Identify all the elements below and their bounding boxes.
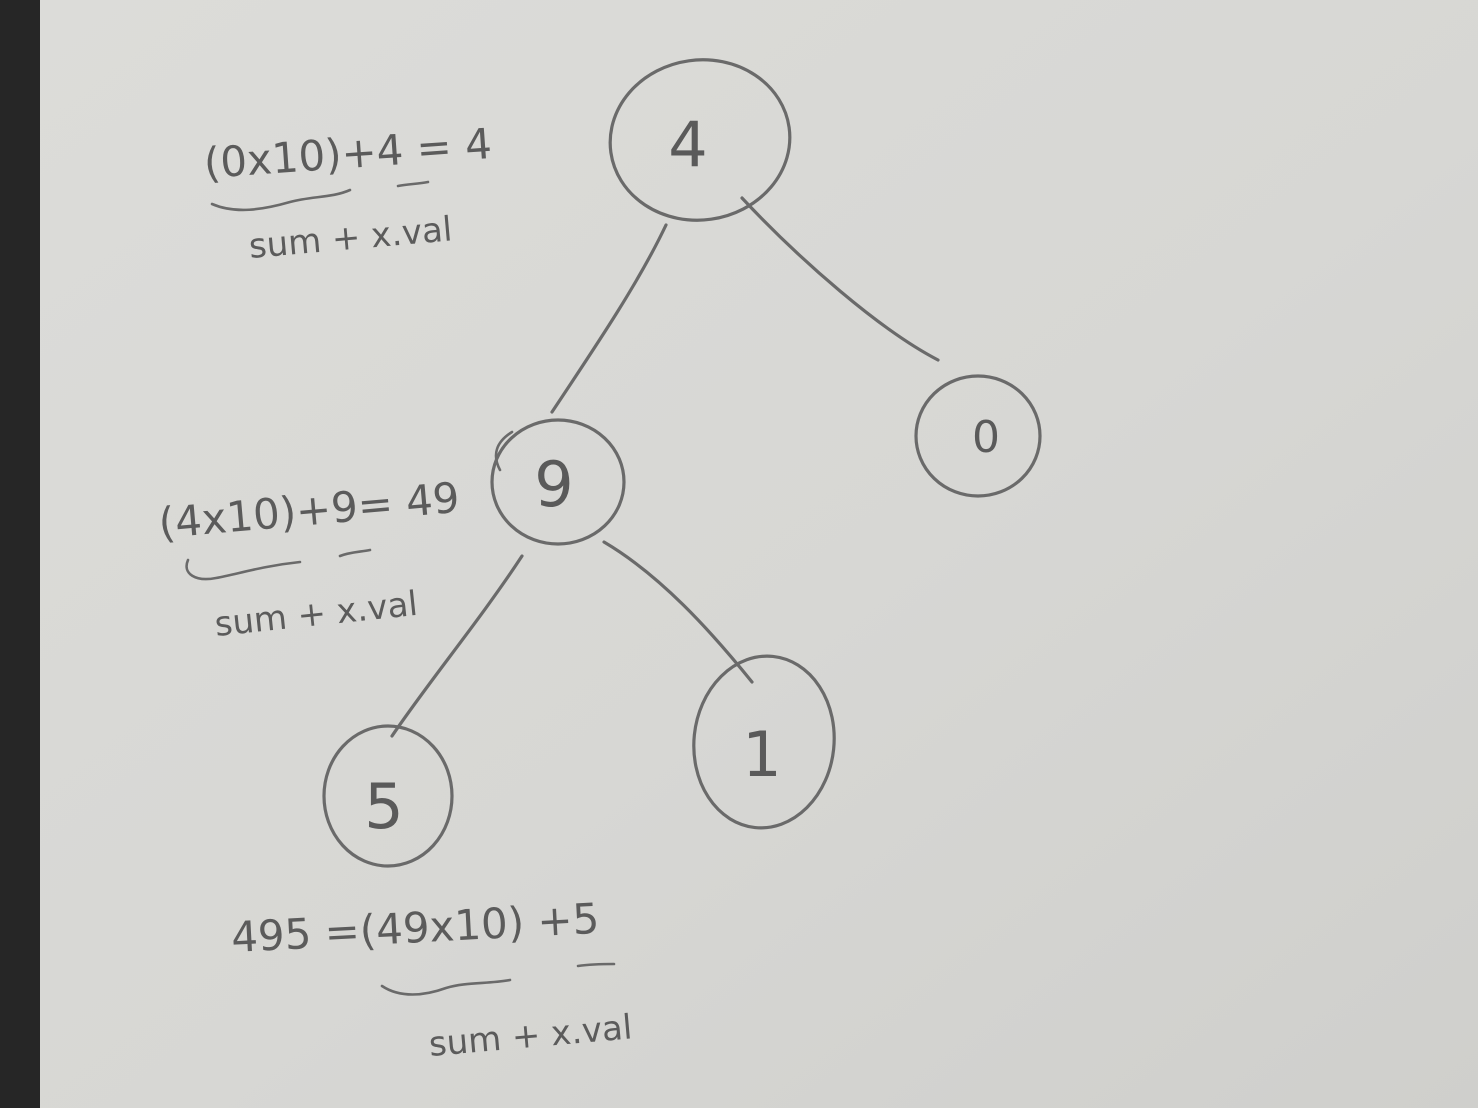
underline-tick (338, 548, 372, 558)
tree-node-root: 4 (608, 58, 792, 222)
node-label: 5 (364, 770, 403, 843)
node-label: 0 (972, 412, 1000, 463)
underline-squiggle (185, 558, 302, 581)
node-circle-tail (494, 430, 514, 472)
underline-squiggle (210, 188, 352, 212)
tree-node-left-right: 1 (692, 654, 836, 830)
edge-left-leftleft (390, 554, 524, 738)
node-circle (490, 418, 626, 546)
tree-node-right: 0 (914, 374, 1042, 498)
node-circle (914, 374, 1042, 498)
underline-tick (396, 180, 430, 188)
paper-sheet (40, 0, 1478, 1108)
edge-root-right (740, 196, 940, 362)
tree-node-left-left: 5 (322, 724, 454, 868)
node-label: 4 (668, 108, 707, 181)
node-circle (692, 654, 836, 830)
edge-root-left (550, 223, 668, 414)
node-circle (608, 58, 792, 222)
underline-squiggle (380, 978, 512, 996)
tree-node-left: 9 (490, 418, 626, 546)
node-circle (322, 724, 454, 868)
node-label: 9 (534, 448, 573, 521)
node-label: 1 (742, 718, 781, 791)
underline-tick (576, 962, 616, 968)
